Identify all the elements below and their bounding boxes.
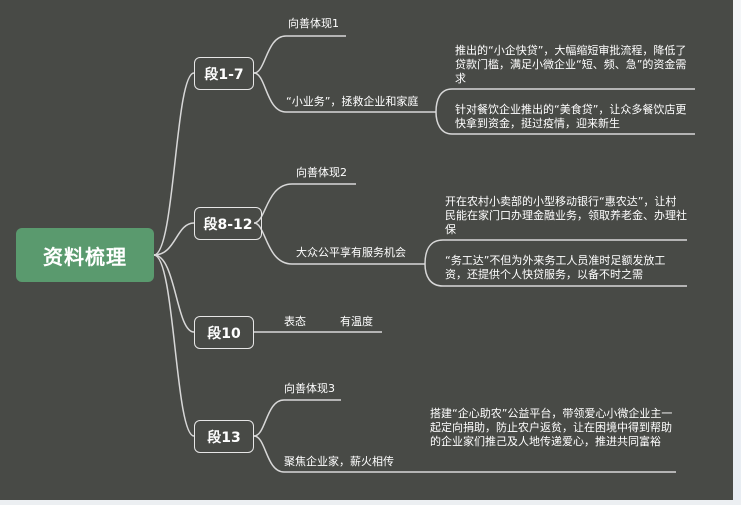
topic-1-bottom[interactable]: “小业务”，拯救企业和家庭 xyxy=(286,95,419,108)
link-root-s2 xyxy=(153,222,195,256)
link-s2-d1 xyxy=(424,239,687,265)
link-root-s1 xyxy=(153,72,195,256)
window-edge-right xyxy=(733,0,741,505)
detail-1-1[interactable]: 推出的“小企快贷”，大幅缩短审批流程，降低了贷款门槛，满足小微企业“短、频、急”… xyxy=(455,44,687,85)
detail-3[interactable]: 有温度 xyxy=(340,315,373,328)
topic-1-top[interactable]: 向善体现1 xyxy=(288,17,339,30)
mindmap-canvas: 资料梳理 段1-7 向善体现1 “小业务”，拯救企业和家庭 推出的“小企快贷”，… xyxy=(0,0,733,500)
window-edge-bottom xyxy=(0,500,741,505)
detail-2-2[interactable]: “务工达”不但为外来务工人员准时足额发放工资，还提供个人快贷服务，以备不时之需 xyxy=(445,254,666,281)
detail-1-2[interactable]: 针对餐饮企业推出的“美食贷”，让众多餐饮店更快拿到资金，挺过疫情，迎来新生 xyxy=(455,103,687,130)
link-s4-bottom xyxy=(253,435,676,473)
link-root-s3 xyxy=(153,254,195,333)
topic-2-bottom[interactable]: 大众公平享有服务机会 xyxy=(296,246,406,259)
link-s1-bottom xyxy=(253,72,436,113)
link-s2-d2 xyxy=(424,263,687,287)
topic-4-top[interactable]: 向善体现3 xyxy=(284,382,335,395)
detail-2-1[interactable]: 开在农村小卖部的小型移动银行“惠农达”，让村民能在家门口办理金融业务，领取养老金… xyxy=(445,195,687,236)
topic-2-top[interactable]: 向善体现2 xyxy=(296,166,347,179)
root-node[interactable]: 资料梳理 xyxy=(16,228,154,282)
link-s1-top xyxy=(253,35,346,74)
section-node-1[interactable]: 段1-7 xyxy=(194,57,254,90)
mindmap-connectors xyxy=(153,35,695,473)
link-s2-top xyxy=(253,183,356,224)
link-s1-d1 xyxy=(435,88,695,113)
topic-3[interactable]: 表态 xyxy=(284,315,306,328)
section-node-2[interactable]: 段8-12 xyxy=(194,207,262,240)
link-s1-d2 xyxy=(435,111,695,135)
link-root-s4 xyxy=(153,254,195,437)
link-s2-bottom xyxy=(253,222,425,265)
topic-4-bottom[interactable]: 聚焦企业家，薪火相传 xyxy=(284,455,394,468)
link-s4-top xyxy=(253,399,341,437)
section-node-3[interactable]: 段10 xyxy=(194,316,254,349)
section-node-4[interactable]: 段13 xyxy=(194,420,254,453)
detail-4-1[interactable]: 搭建“企心助农”公益平台，带领爱心小微企业主一起定向捐助，防止农户返贫，让在困境… xyxy=(430,407,673,448)
